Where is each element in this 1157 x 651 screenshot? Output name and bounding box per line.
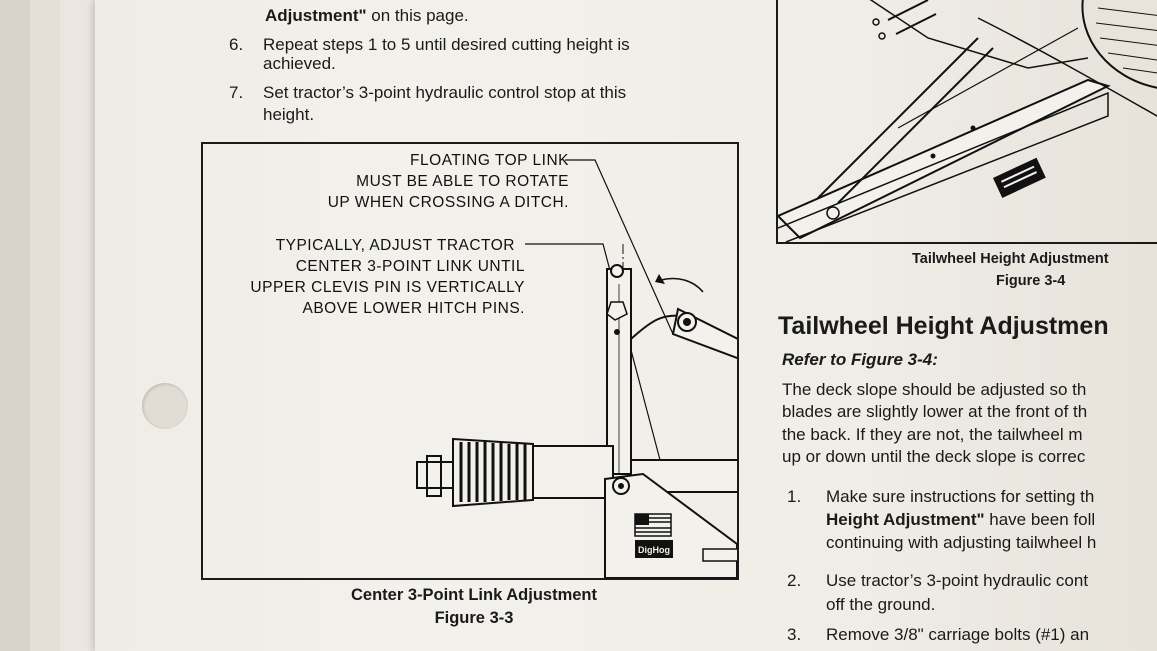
- step-6-line-1: Repeat steps 1 to 5 until desired cuttin…: [263, 35, 630, 54]
- tailwheel-illustration: [778, 0, 1157, 242]
- hitch-illustration: DigHog: [416, 159, 737, 578]
- paragraph-line-1: The deck slope should be adjusted so th: [782, 380, 1087, 399]
- section-heading: Tailwheel Height Adjustmen: [778, 312, 1109, 340]
- paragraph-line-2: blades are slightly lower at the front o…: [782, 402, 1088, 421]
- right-step-2-number: 2.: [787, 571, 802, 590]
- top-line: Adjustment" on this page.: [265, 5, 469, 26]
- right-step-1-rest: have been foll: [984, 510, 1096, 529]
- label-adjust-tractor-4: ABOVE LOWER HITCH PINS.: [302, 300, 525, 317]
- page-stack-edge-2: [30, 0, 60, 651]
- right-step-1-line-3: continuing with adjusting tailwheel h: [826, 533, 1097, 552]
- right-step-1-number: 1.: [787, 487, 802, 506]
- step-7-number: 7.: [229, 83, 244, 102]
- step-7-line-2: height.: [263, 105, 315, 124]
- page-stack-edge-3: [60, 0, 95, 651]
- label-floating-top-link-3: UP WHEN CROSSING A DITCH.: [327, 194, 569, 211]
- right-step-1-bold: Height Adjustment": [826, 510, 985, 529]
- right-step-1-line-2: Height Adjustment" have been foll: [826, 509, 1095, 530]
- paragraph-line-3: the back. If they are not, the tailwheel…: [782, 425, 1083, 444]
- refer-to-figure: Refer to Figure 3-4:: [782, 350, 938, 369]
- logo-text: DigHog: [638, 545, 670, 555]
- label-adjust-tractor-1: TYPICALLY, ADJUST TRACTOR: [275, 237, 515, 254]
- figure-3-4-caption: Tailwheel Height Adjustment: [912, 251, 1109, 267]
- right-step-1-line-1: Make sure instructions for setting th: [826, 487, 1095, 506]
- right-step-3-line-1: Remove 3/8" carriage bolts (#1) an: [826, 625, 1090, 644]
- figure-3-3-frame: DigHog FLOATING TOP LINK MUST BE ABLE TO…: [201, 142, 739, 580]
- page-stack-edge-1: [0, 0, 30, 651]
- top-line-bold: Adjustment": [265, 6, 367, 25]
- label-adjust-tractor-2: CENTER 3-POINT LINK UNTIL: [295, 258, 525, 275]
- top-line-rest: on this page.: [366, 6, 469, 25]
- figure-3-4-number: Figure 3-4: [996, 273, 1066, 289]
- step-7-line-1: Set tractor’s 3-point hydraulic control …: [263, 83, 627, 102]
- paragraph-line-4: up or down until the deck slope is corre…: [782, 447, 1086, 466]
- right-step-2-line-1: Use tractor’s 3-point hydraulic cont: [826, 571, 1089, 590]
- figure-3-3-caption: Center 3-Point Link Adjustment: [351, 586, 597, 604]
- label-floating-top-link-1: FLOATING TOP LINK: [410, 152, 569, 169]
- label-floating-top-link-2: MUST BE ABLE TO ROTATE: [356, 173, 569, 190]
- figure-3-3-number: Figure 3-3: [434, 609, 514, 627]
- right-step-2-line-2: off the ground.: [826, 595, 936, 614]
- step-6-number: 6.: [229, 35, 244, 54]
- label-adjust-tractor-3: UPPER CLEVIS PIN IS VERTICALLY: [250, 279, 525, 296]
- binder-punch-hole: [142, 383, 188, 429]
- right-step-3-number: 3.: [787, 625, 802, 644]
- figure-3-4-frame: [776, 0, 1157, 244]
- step-6-line-2: achieved.: [263, 54, 336, 73]
